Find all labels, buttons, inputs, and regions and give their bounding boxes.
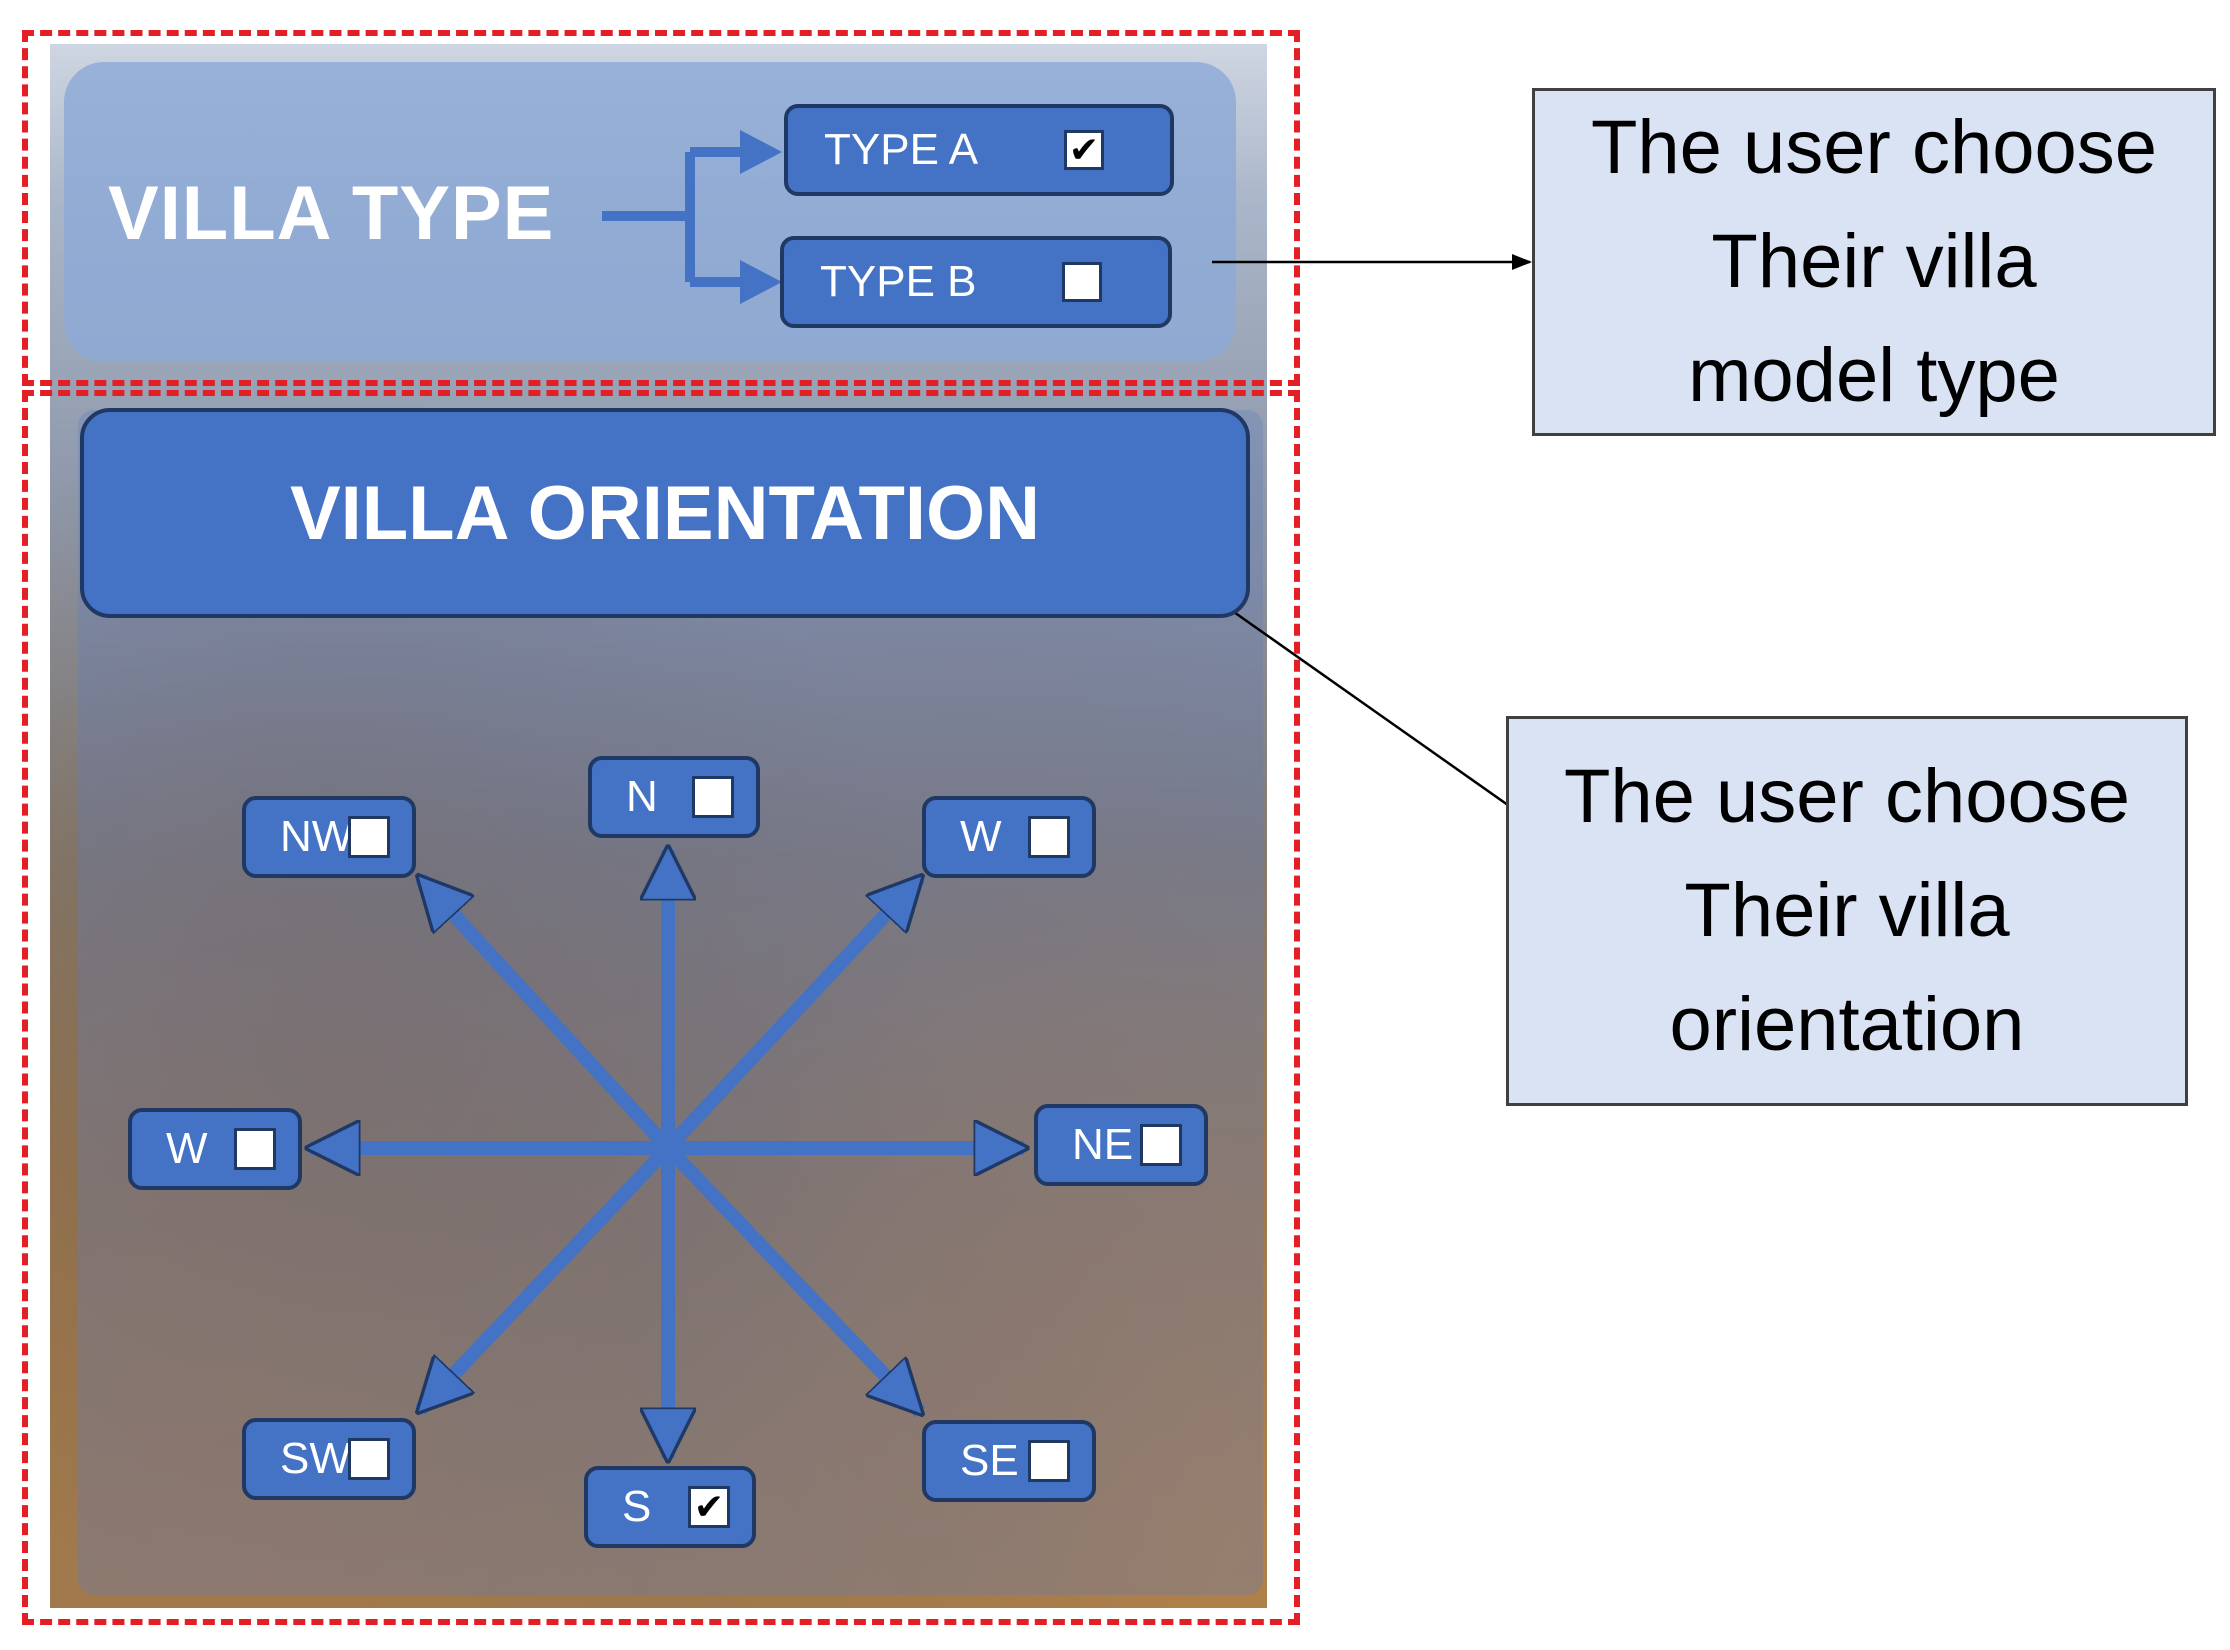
callout-type-line-1: The user choose bbox=[1590, 105, 2158, 190]
direction-nw-option[interactable]: NW bbox=[242, 796, 416, 878]
callout-orient-line-3: orientation bbox=[1669, 982, 2025, 1067]
direction-ne-top-label: W bbox=[960, 812, 1002, 861]
direction-sw-checkbox[interactable] bbox=[348, 1438, 390, 1480]
type-a-label: TYPE A bbox=[824, 125, 979, 174]
direction-se-option[interactable]: SE bbox=[922, 1420, 1096, 1502]
direction-ne-option[interactable]: NE bbox=[1034, 1104, 1208, 1186]
checkmark-icon: ✔ bbox=[1068, 129, 1100, 170]
type-b-label: TYPE B bbox=[820, 257, 977, 306]
direction-s-option[interactable]: S ✔ bbox=[584, 1466, 756, 1548]
direction-nw-label: NW bbox=[280, 812, 354, 861]
direction-se-checkbox[interactable] bbox=[1028, 1440, 1070, 1482]
callout-type-line-2: Their villa bbox=[1711, 219, 2037, 304]
villa-type-section-frame bbox=[22, 30, 1300, 386]
direction-w-option[interactable]: W bbox=[128, 1108, 302, 1190]
type-a-checkbox[interactable]: ✔ bbox=[1064, 130, 1104, 170]
type-b-checkbox[interactable] bbox=[1062, 262, 1102, 302]
checkmark-icon: ✔ bbox=[693, 1486, 725, 1527]
direction-w-label: W bbox=[166, 1124, 208, 1173]
direction-w-checkbox[interactable] bbox=[234, 1128, 276, 1170]
direction-sw-option[interactable]: SW bbox=[242, 1418, 416, 1500]
direction-se-label: SE bbox=[960, 1436, 1019, 1485]
direction-n-checkbox[interactable] bbox=[692, 776, 734, 818]
type-b-option[interactable]: TYPE B bbox=[780, 236, 1172, 328]
direction-ne-label: NE bbox=[1072, 1120, 1134, 1169]
leader-line-orient bbox=[1213, 596, 1534, 824]
direction-ne-top-option[interactable]: W bbox=[922, 796, 1096, 878]
callout-villa-orientation: The user choose Their villa orientation bbox=[1506, 716, 2188, 1106]
direction-ne-checkbox[interactable] bbox=[1140, 1124, 1182, 1166]
direction-n-option[interactable]: N bbox=[588, 756, 760, 838]
direction-ne-top-checkbox[interactable] bbox=[1028, 816, 1070, 858]
type-branch-connector bbox=[602, 147, 744, 287]
type-a-option[interactable]: TYPE A ✔ bbox=[784, 104, 1174, 196]
direction-s-checkbox[interactable]: ✔ bbox=[688, 1486, 730, 1528]
direction-nw-checkbox[interactable] bbox=[348, 816, 390, 858]
arrow-to-type-a bbox=[740, 130, 782, 174]
compass-arrows bbox=[310, 850, 1024, 1458]
villa-type-title: VILLA TYPE bbox=[108, 171, 555, 256]
villa-orientation-title: VILLA ORIENTATION bbox=[80, 408, 1250, 618]
arrow-to-type-b bbox=[740, 260, 782, 304]
callout-orient-line-2: Their villa bbox=[1684, 868, 2010, 953]
callout-villa-type: The user choose Their villa model type bbox=[1532, 88, 2216, 436]
direction-n-label: N bbox=[626, 772, 658, 821]
callout-orient-line-1: The user choose bbox=[1563, 754, 2131, 839]
direction-sw-label: SW bbox=[280, 1434, 351, 1483]
villa-orientation-section-frame bbox=[22, 390, 1300, 1625]
callout-type-line-3: model type bbox=[1688, 333, 2060, 418]
direction-s-label: S bbox=[622, 1482, 652, 1531]
